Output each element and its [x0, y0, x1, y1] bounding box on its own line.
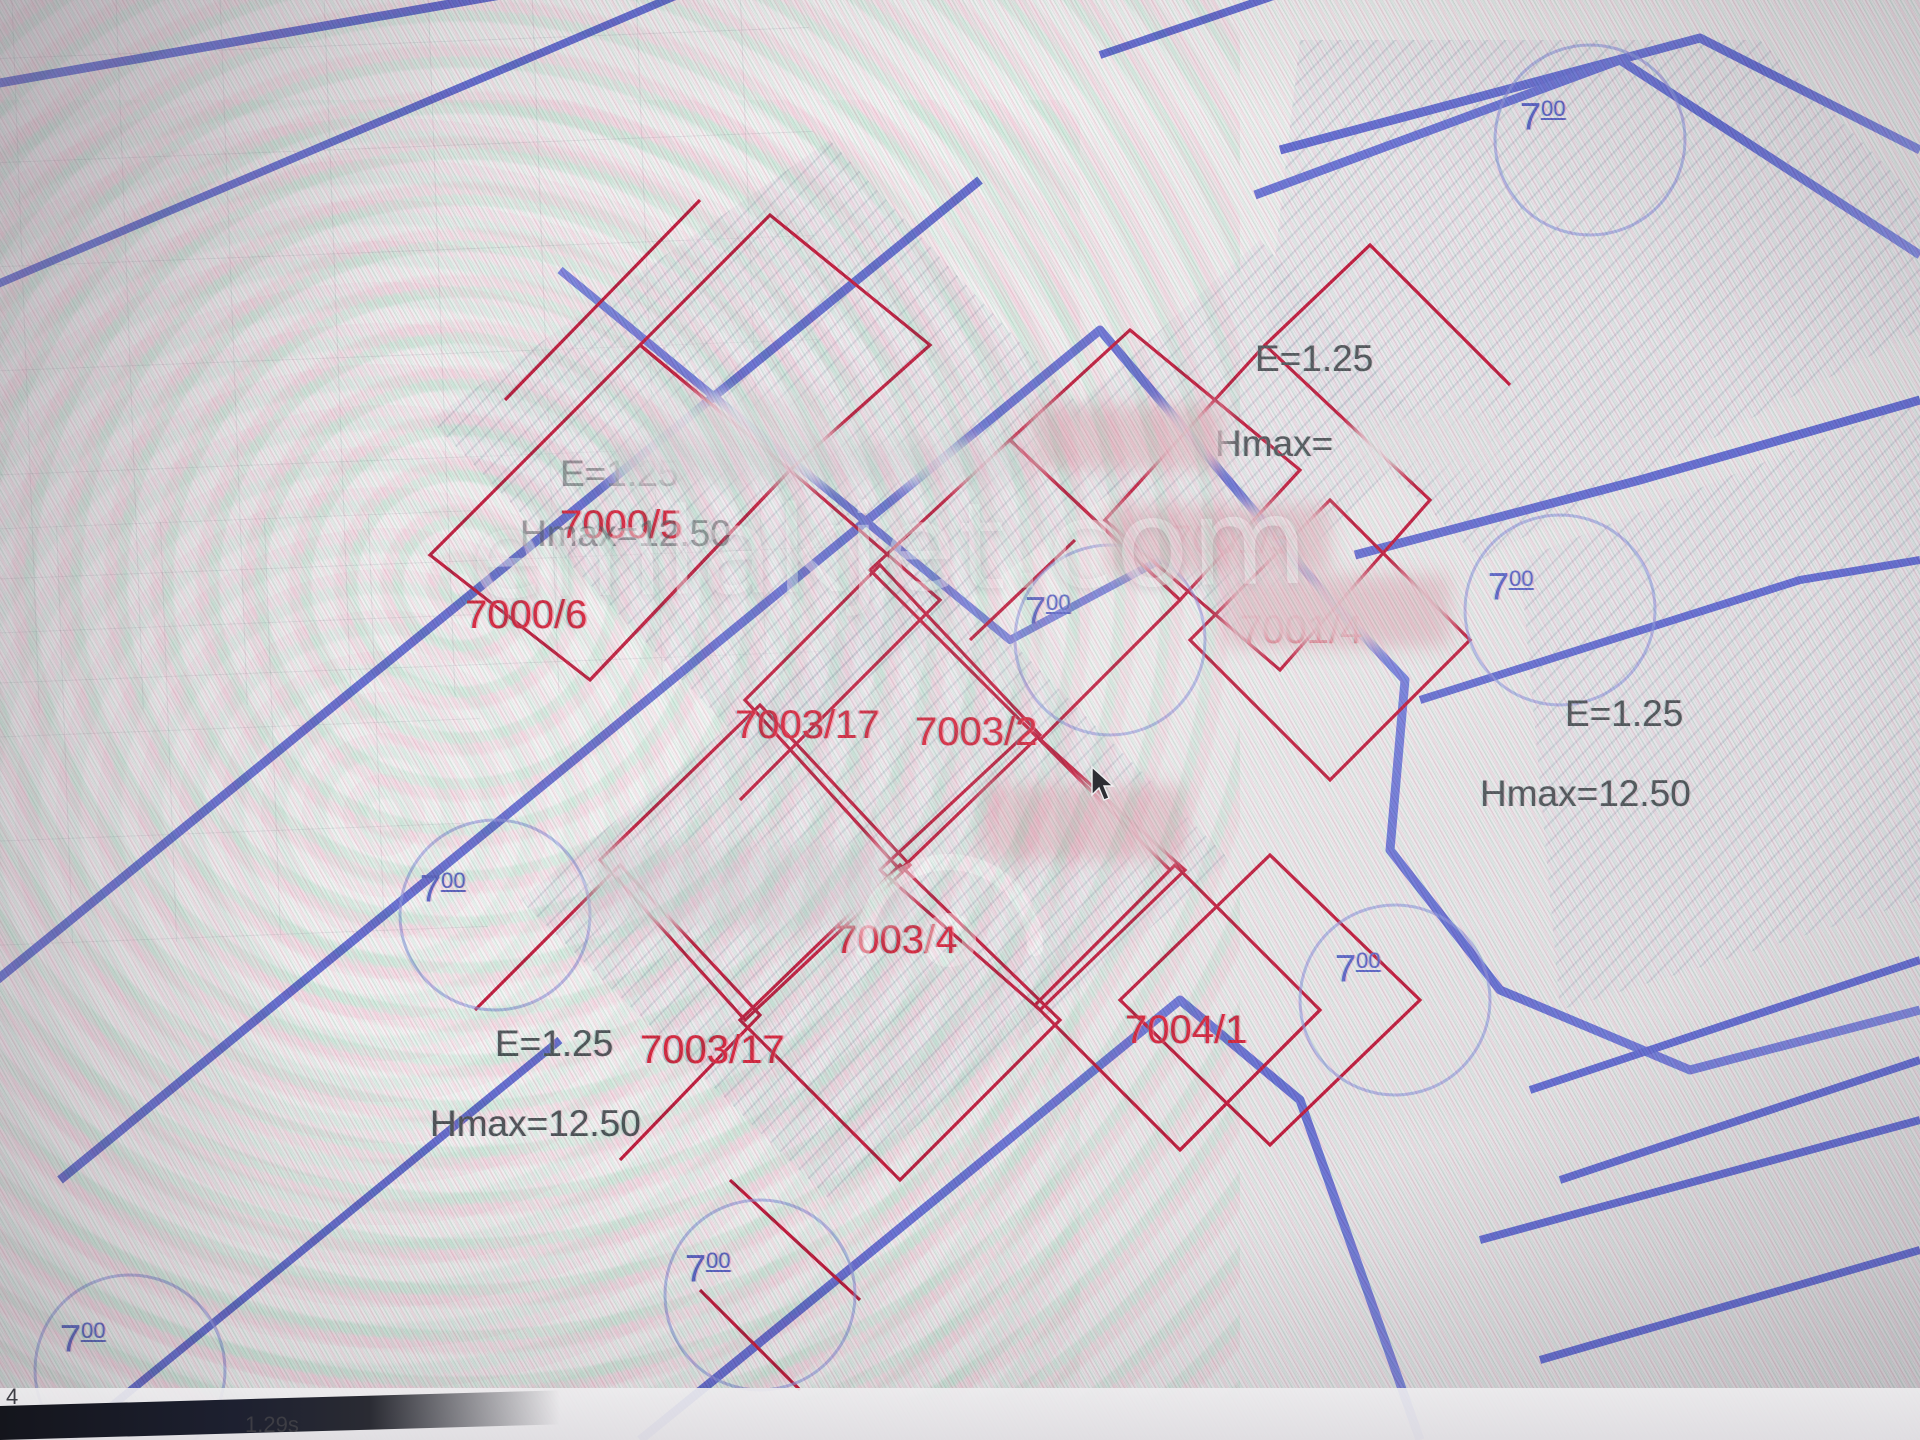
redacted-region: [985, 785, 1185, 860]
road-width-value: 7: [60, 1318, 82, 1361]
road-width-value: 7: [1488, 566, 1510, 609]
road-width-marker: 700: [1520, 98, 1566, 137]
redacted-region: [610, 440, 1020, 485]
road-width-decimals: 00: [706, 1248, 731, 1273]
zoning-label: Hmax=12.50: [430, 1103, 641, 1144]
road-width-marker: 700: [60, 1320, 106, 1359]
road-width-value: 7: [685, 1248, 707, 1291]
status-corner-mark: 4: [6, 1384, 19, 1409]
redacted-region: [1030, 405, 1225, 470]
parcel-label: 7000/6: [465, 593, 588, 637]
zoning-label: E=1.25: [1565, 693, 1684, 734]
road-width-decimals: 00: [1046, 590, 1071, 615]
redacted-region: [660, 880, 910, 920]
redacted-region: [1105, 505, 1330, 575]
road-width-marker: 700: [420, 870, 466, 909]
road-width-decimals: 00: [1541, 96, 1566, 121]
road-width-decimals: 00: [81, 1318, 106, 1343]
parcel-label: 7000/5: [560, 503, 683, 547]
road-width-value: 7: [1520, 96, 1542, 139]
road-width-value: 7: [420, 868, 442, 911]
status-bar: 4 1.29s: [0, 1384, 1920, 1440]
redacted-region: [1225, 575, 1450, 647]
parcel-label: 7004/1: [1125, 1008, 1248, 1052]
zoning-label: Hmax=: [1215, 423, 1334, 464]
redacted-region: [1355, 415, 1500, 470]
road-width-decimals: 00: [1509, 566, 1534, 591]
zoning-label: Hmax=12.50: [520, 513, 731, 554]
zoning-label: E=1.25: [1255, 338, 1374, 379]
road-width-marker: 700: [1335, 950, 1381, 989]
zoning-label: Hmax=12.50: [1480, 773, 1691, 814]
road-width-decimals: 00: [441, 868, 466, 893]
render-time-label: 1.29s: [245, 1412, 299, 1437]
road-width-marker: 700: [1025, 592, 1071, 631]
parcel-label: 7003/17: [735, 703, 880, 747]
parcel-label: 7003/17: [640, 1028, 785, 1072]
parcel-label: 7003/4: [835, 918, 958, 962]
parcel-label: 7003/2: [915, 710, 1038, 754]
road-width-value: 7: [1025, 590, 1047, 633]
road-width-decimals: 00: [1356, 948, 1381, 973]
zoning-label: E=1.25: [495, 1023, 614, 1064]
road-width-marker: 700: [685, 1250, 731, 1289]
road-width-value: 7: [1335, 948, 1357, 991]
road-width-marker: 700: [1488, 568, 1534, 607]
